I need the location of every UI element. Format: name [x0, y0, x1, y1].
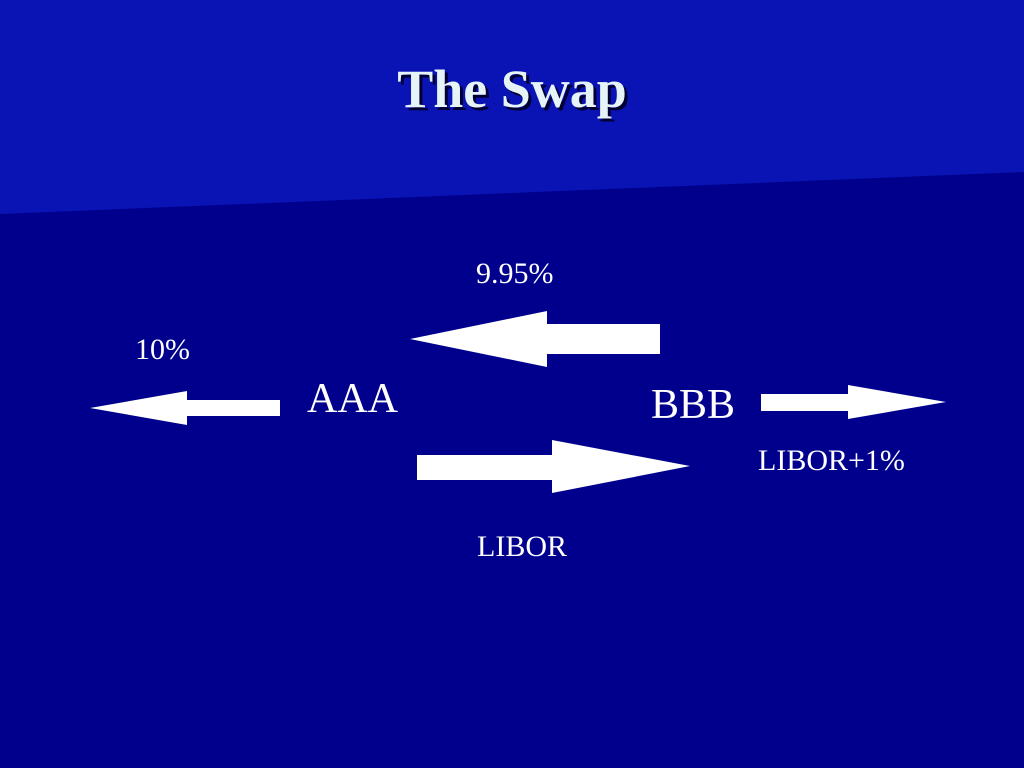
label-aaa-outward-rate: 10% [135, 333, 190, 366]
arrow-bbb-outward-right [761, 385, 946, 419]
arrow-aaa-to-bbb-right [417, 440, 690, 493]
party-bbb: BBB [651, 382, 736, 428]
label-bbb-outward-rate: LIBOR+1% [758, 444, 905, 477]
arrow-aaa-outward-left [90, 391, 280, 425]
label-aaa-to-bbb-rate: LIBOR [477, 530, 567, 563]
party-aaa: AAA [307, 376, 398, 422]
arrow-bbb-to-aaa-left [410, 311, 660, 367]
slide-title: The Swap [397, 59, 627, 119]
label-bbb-to-aaa-rate: 9.95% [476, 257, 554, 290]
